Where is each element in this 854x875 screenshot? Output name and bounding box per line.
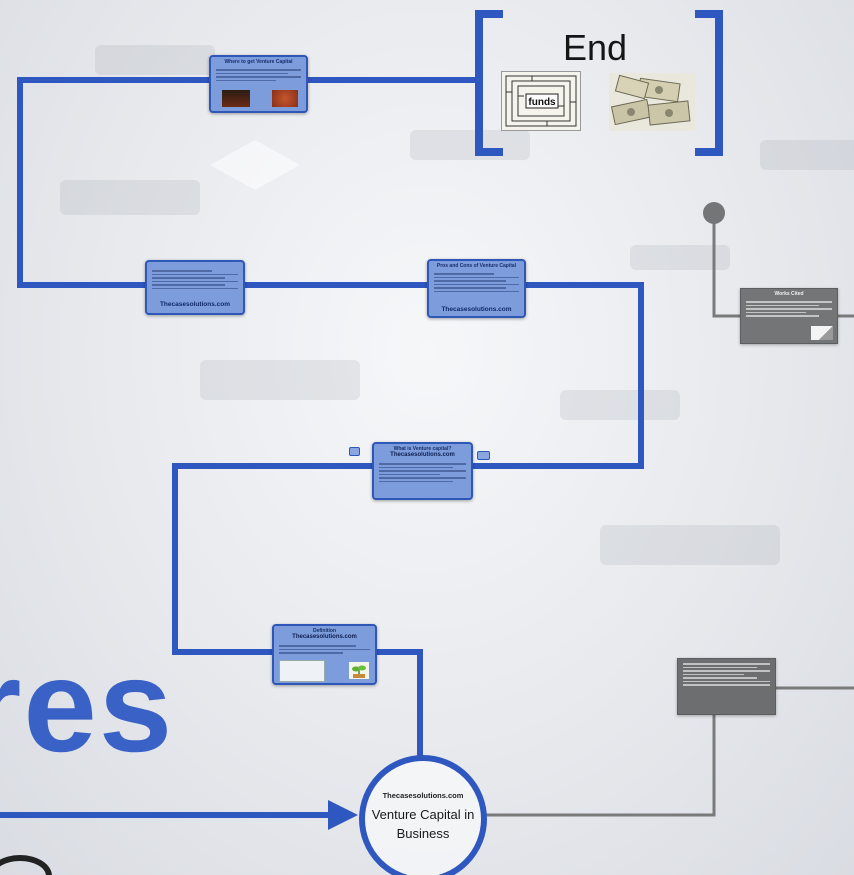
frame-body-text [147, 262, 243, 293]
end-title: End [563, 27, 628, 68]
frame-body-text [741, 297, 837, 321]
frame-brand: Thecasesolutions.com [441, 306, 512, 313]
background-tile [60, 180, 200, 215]
background-tile [760, 140, 854, 170]
funds-maze-image: funds [501, 71, 581, 131]
fire-image [222, 90, 250, 107]
frame-title: Definition [312, 628, 337, 634]
texture-image [272, 90, 298, 107]
background-tile [560, 390, 680, 420]
frame-brand: Thecasesolutions.com [159, 301, 231, 308]
background-tile [600, 525, 780, 565]
frame-what-is-venture-capital[interactable]: What is Venture capital? Thecasesolution… [372, 442, 473, 500]
frame-brand: Thecasesolutions.com [292, 634, 357, 640]
big-heading-text: res [0, 632, 175, 779]
maze-graphic: funds [502, 72, 580, 130]
frame-title: Works Cited [774, 291, 804, 297]
mini-frame-left[interactable] [349, 447, 360, 456]
frame-where-to-get-venture-capital[interactable]: Where to get Venture Capital [209, 55, 308, 113]
frame-gray-notes[interactable] [677, 658, 776, 715]
frame-title: Where to get Venture Capital [224, 59, 293, 65]
page-curl-icon [811, 326, 833, 340]
mini-frame-right[interactable] [477, 451, 490, 460]
frame-body-text [678, 659, 775, 690]
frame-brand: Thecasesolutions.com [390, 452, 455, 458]
frame-pros-and-cons[interactable]: Pros and Cons of Venture Capital Thecase… [427, 259, 526, 318]
background-tile [95, 45, 215, 75]
frame-works-cited[interactable]: Works Cited [740, 288, 838, 344]
background-tile [410, 130, 530, 160]
background-tile [200, 360, 360, 400]
plant-icon [352, 665, 366, 678]
frame-body-text [211, 65, 306, 85]
money-graphic [609, 73, 695, 131]
frame-body-text [429, 269, 524, 296]
frame-title: Pros and Cons of Venture Capital [436, 263, 517, 269]
frame-cons[interactable]: Thecasesolutions.com [145, 260, 245, 315]
center-title: Venture Capital in Business [371, 807, 475, 841]
money-stack-image [609, 73, 695, 131]
frame-title: What is Venture capital? [393, 446, 452, 452]
plant-thumbnail [349, 662, 369, 679]
chart-thumbnail [279, 660, 325, 682]
frame-body-text [274, 641, 375, 658]
frame-definition[interactable]: Definition Thecasesolutions.com [272, 624, 377, 685]
center-topic-circle[interactable]: Thecasesolutions.com Venture Capital in … [359, 755, 487, 875]
frame-body-text [374, 459, 471, 486]
funds-text: funds [528, 97, 556, 108]
center-brand: Thecasesolutions.com [382, 791, 464, 800]
